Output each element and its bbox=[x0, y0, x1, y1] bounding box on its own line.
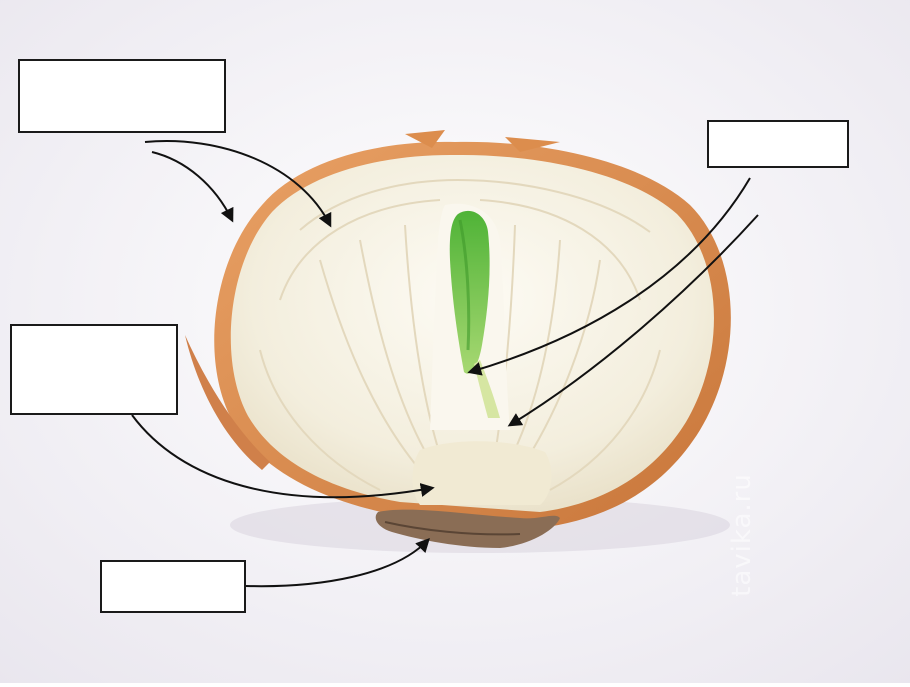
label-box-stem[interactable] bbox=[10, 324, 178, 415]
arrow-outer-to-scale bbox=[144, 140, 332, 228]
label-box-bud[interactable] bbox=[707, 120, 849, 168]
skin-flap-left bbox=[185, 335, 270, 470]
arrows bbox=[131, 140, 759, 588]
arrow-bud-to-sprout bbox=[467, 177, 751, 376]
skin-tip-right bbox=[505, 137, 560, 152]
skin-tip-left bbox=[405, 130, 445, 148]
sprout-midrib bbox=[458, 219, 471, 351]
root-line bbox=[384, 521, 521, 536]
arrow-bud-to-inner bbox=[507, 214, 759, 427]
onion-scale-lines bbox=[259, 178, 661, 491]
arrow-stem-to-plate bbox=[131, 414, 435, 499]
label-box-roots[interactable] bbox=[100, 560, 246, 613]
arrow-outer-to-skin bbox=[151, 151, 234, 223]
arrow-roots bbox=[245, 537, 430, 588]
label-box-outer-scales[interactable] bbox=[18, 59, 226, 133]
watermark-text: tavika.ru bbox=[727, 473, 757, 597]
green-sprout bbox=[449, 210, 490, 374]
basal-plate bbox=[412, 441, 552, 505]
